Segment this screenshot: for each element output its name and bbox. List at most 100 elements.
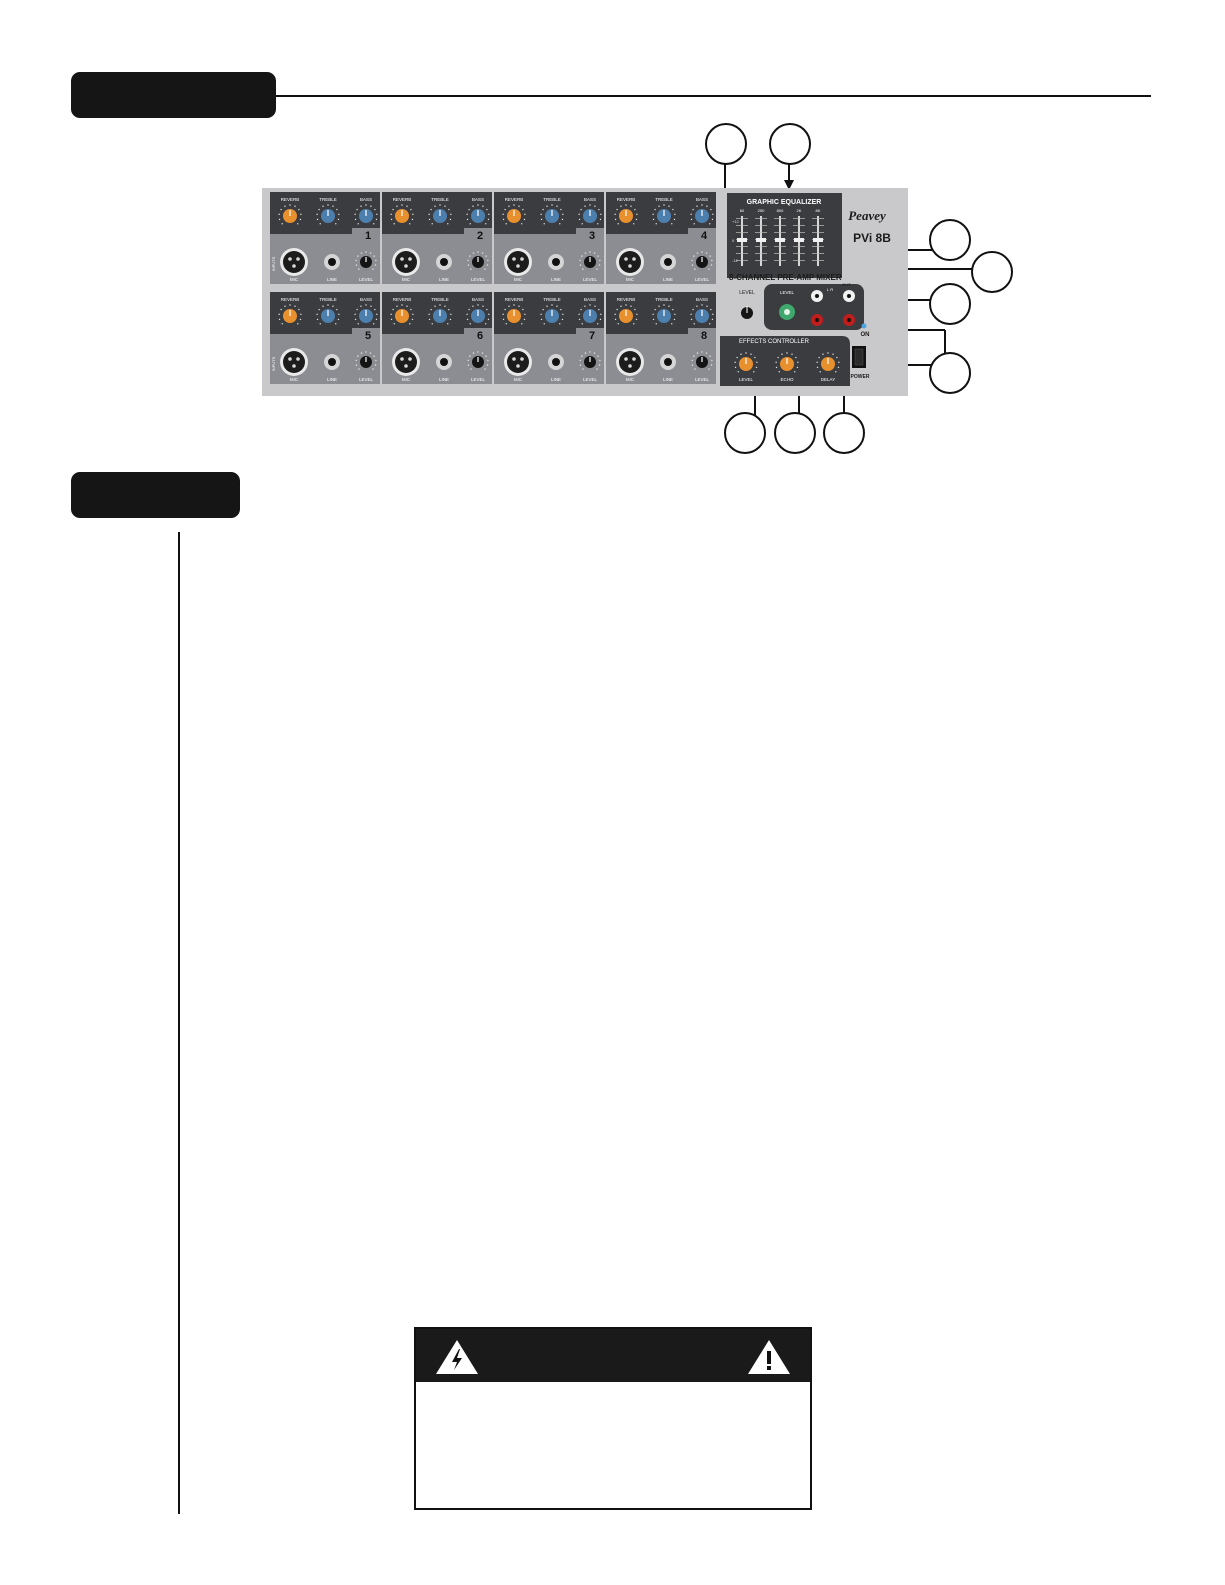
callout-circle-3: [929, 219, 971, 261]
warning-header: [416, 1329, 810, 1382]
reverb-knob: [390, 204, 414, 225]
rca-io-section: LEVEL L R OUT: [764, 282, 864, 330]
brand-logo: Peavey: [848, 208, 886, 223]
treble-knob: [428, 304, 452, 325]
line-label: LINE: [439, 377, 449, 382]
rca-in-label: L R: [827, 287, 833, 292]
xlr-mic-input: [395, 351, 417, 373]
reverb-knob: [390, 304, 414, 325]
bass-label: BASS: [696, 197, 708, 202]
reverb-label: REVERB: [617, 197, 636, 202]
effects-knob: [734, 352, 758, 373]
callout-circle-5: [929, 283, 971, 325]
caution-exclamation-icon: [748, 1340, 790, 1374]
eq-band-label: 60: [740, 208, 745, 213]
bass-label: BASS: [696, 297, 708, 302]
reverb-label: REVERB: [393, 197, 412, 202]
treble-knob: [652, 304, 676, 325]
channel-number: 4: [701, 230, 708, 242]
mic-label: MIC: [626, 377, 635, 382]
bass-knob: [578, 304, 602, 325]
eq-scale-bottom: -12: [732, 258, 739, 263]
bass-label: BASS: [472, 197, 484, 202]
on-led: [861, 323, 867, 329]
eq-band-label: 250: [758, 208, 765, 213]
eq-slider-handle: [756, 238, 766, 242]
treble-knob: [652, 204, 676, 225]
reverb-knob: [502, 304, 526, 325]
line-label: LINE: [551, 277, 561, 282]
left-vertical-rule: [178, 532, 180, 1514]
section-tab-top: [71, 72, 276, 118]
line-label: LINE: [439, 277, 449, 282]
xlr-mic-input: [283, 351, 305, 373]
bass-label: BASS: [584, 197, 596, 202]
channel-level-knob: [467, 251, 489, 270]
channel-number: 2: [477, 230, 483, 242]
mic-label: MIC: [626, 277, 635, 282]
power-label: POWER: [851, 374, 870, 380]
on-label: ON: [861, 332, 870, 338]
callout-circle-1: [705, 123, 747, 165]
bass-label: BASS: [360, 297, 372, 302]
callout-circle-8: [774, 412, 816, 454]
line-label: LINE: [663, 277, 673, 282]
level-label: LEVEL: [471, 277, 486, 282]
channel-level-knob: [691, 251, 713, 270]
effects-knob: [816, 352, 840, 373]
treble-label: TREBLE: [655, 297, 673, 302]
channel-level-knob: [355, 351, 377, 370]
inputs-label: INPUTS: [271, 356, 276, 371]
effects-knob-label: ECHO: [780, 377, 794, 382]
callout-circle-4: [971, 251, 1013, 293]
eq-band-label: 800: [777, 208, 784, 213]
svg-text:LEVEL: LEVEL: [780, 290, 795, 295]
effects-controller-section: EFFECTS CONTROLLER LEVEL ECHO DELAY: [720, 336, 850, 386]
channel-number: 5: [365, 330, 371, 342]
level-label: LEVEL: [359, 277, 374, 282]
callout-circle-2: [769, 123, 811, 165]
eq-band-label: 8K: [816, 208, 821, 213]
reverb-label: REVERB: [617, 297, 636, 302]
mic-label: MIC: [514, 377, 523, 382]
bass-knob: [578, 204, 602, 225]
reverb-knob: [502, 204, 526, 225]
channel-number: 1: [365, 230, 371, 242]
treble-label: TREBLE: [543, 197, 561, 202]
mic-label: MIC: [402, 277, 411, 282]
line-label: LINE: [663, 377, 673, 382]
level-label: LEVEL: [695, 377, 710, 382]
xlr-mic-input: [619, 251, 641, 273]
level-label: LEVEL: [471, 377, 486, 382]
effects-title: EFFECTS CONTROLLER: [739, 339, 810, 345]
effects-knob-label: LEVEL: [739, 377, 754, 382]
reverb-knob: [278, 304, 302, 325]
reverb-label: REVERB: [505, 297, 524, 302]
bass-knob: [466, 204, 490, 225]
line-label: LINE: [327, 377, 337, 382]
treble-label: TREBLE: [319, 197, 337, 202]
bass-knob: [690, 204, 714, 225]
master-level-label: LEVEL: [739, 290, 755, 296]
xlr-mic-input: [507, 351, 529, 373]
reverb-knob: [278, 204, 302, 225]
treble-knob: [540, 304, 564, 325]
mic-label: MIC: [514, 277, 523, 282]
callout-circle-7: [724, 412, 766, 454]
xlr-mic-input: [395, 251, 417, 273]
channel-number: 7: [589, 330, 595, 342]
xlr-mic-input: [283, 251, 305, 273]
eq-slider-handle: [794, 238, 804, 242]
level-label: LEVEL: [695, 277, 710, 282]
treble-label: TREBLE: [543, 297, 561, 302]
master-level-knob: LEVEL: [739, 290, 755, 319]
eq-slider-handle: [813, 238, 823, 242]
effects-knob-label: DELAY: [821, 377, 835, 382]
